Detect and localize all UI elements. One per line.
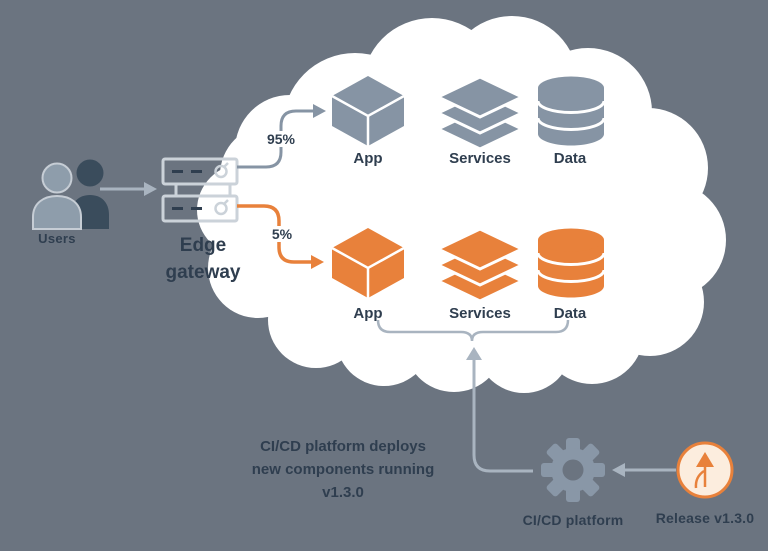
users-to-gateway-arrow <box>100 182 157 196</box>
edge-gateway-label-line2: gateway <box>165 262 241 283</box>
canary-app-label: App <box>353 305 383 322</box>
deploy-note-line3: v1.3.0 <box>322 484 364 501</box>
canary-services-layers-icon <box>434 227 526 303</box>
stable-data-database-icon <box>536 76 606 146</box>
deploy-note-line2: new components running <box>251 461 435 478</box>
gear-icon <box>541 438 605 502</box>
stable-data-label: Data <box>553 150 587 167</box>
release-to-cicd-arrow <box>612 463 676 477</box>
stable-app-label: App <box>353 150 383 167</box>
edge-gateway-label: Edge gateway <box>143 232 263 286</box>
cloud-shape <box>197 16 726 393</box>
users-label: Users <box>38 231 76 246</box>
stable-services-label: Services <box>449 150 511 167</box>
canary-services-label: Services <box>449 305 511 322</box>
stable-services-layers-icon <box>434 75 526 151</box>
canary-data-database-icon <box>536 228 606 298</box>
canary-group-brace <box>376 319 570 342</box>
stable-percent-label: 95% <box>261 131 301 147</box>
canary-data-label: Data <box>553 305 587 322</box>
canary-percent-label: 5% <box>263 226 301 242</box>
server-stack-icon <box>161 157 239 223</box>
release-label: Release v1.3.0 <box>655 510 755 526</box>
users-icon <box>32 159 109 230</box>
deploy-note: CI/CD platform deploys new components ru… <box>237 435 449 504</box>
canary-app-cube-icon <box>331 228 405 298</box>
git-branch-arrow-icon <box>676 441 734 499</box>
stable-app-cube-icon <box>331 76 405 146</box>
edge-gateway-label-line1: Edge <box>179 235 227 256</box>
cicd-platform-label: CI/CD platform <box>522 512 624 528</box>
deploy-note-line1: CI/CD platform deploys <box>260 438 426 455</box>
deploy-arrow <box>466 347 533 473</box>
